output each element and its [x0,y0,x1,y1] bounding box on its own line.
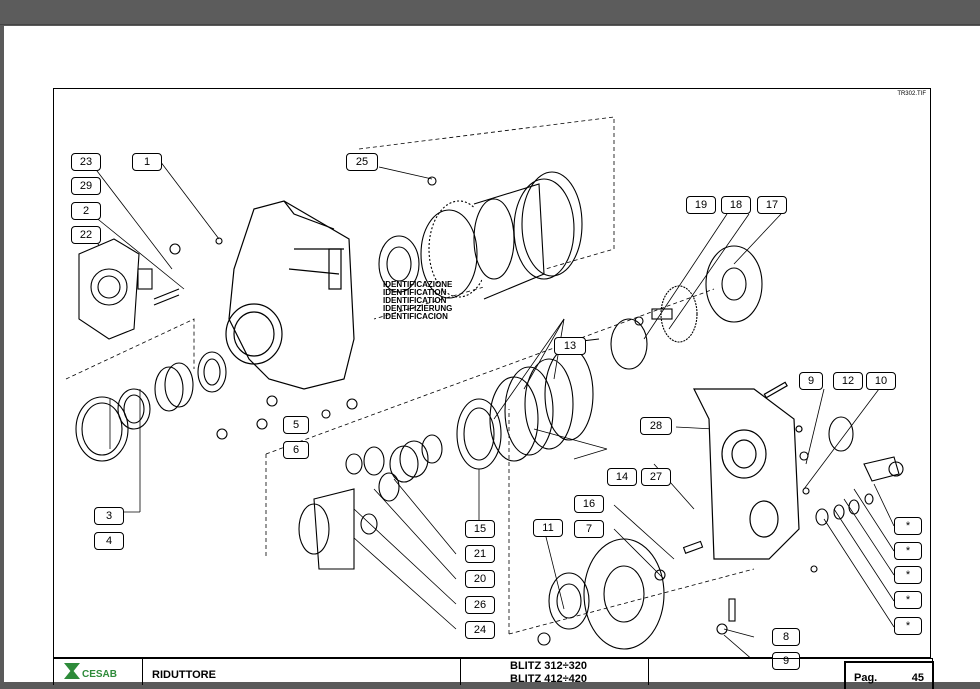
ident-line: IDENTIFICAZIONE [383,280,453,289]
callout-star[interactable]: * [894,566,922,584]
callout-19[interactable]: 19 [686,196,716,214]
page-number-box: Pag. 45 [844,661,934,689]
callout-28[interactable]: 28 [640,417,672,435]
callout-25[interactable]: 25 [346,153,378,171]
callout-2[interactable]: 2 [71,202,101,220]
callout-3[interactable]: 3 [94,507,124,525]
callout-16[interactable]: 16 [574,495,604,513]
callout-13[interactable]: 13 [554,337,586,355]
callout-18[interactable]: 18 [721,196,751,214]
callout-11[interactable]: 11 [533,519,563,537]
document-page: TR302.TIF [4,26,980,689]
callout-star[interactable]: * [894,517,922,535]
callout-15[interactable]: 15 [465,520,495,538]
ident-line: IDENTIFIZIERUNG [383,304,453,313]
cesab-logo: CESAB [64,661,136,683]
callout-27[interactable]: 27 [641,468,671,486]
ident-line: IDENTIFICATION [383,288,447,297]
callout-17[interactable]: 17 [757,196,787,214]
drawing-frame: TR302.TIF [53,88,931,670]
callout-8[interactable]: 8 [772,628,800,646]
brand-name: CESAB [82,669,118,680]
model-list: BLITZ 312÷320 BLITZ 412÷420 [510,660,587,686]
callout-29[interactable]: 29 [71,177,101,195]
callout-10[interactable]: 10 [866,372,896,390]
callout-12[interactable]: 12 [833,372,863,390]
callout-star[interactable]: * [894,617,922,635]
callout-5[interactable]: 5 [283,416,309,434]
callout-24[interactable]: 24 [465,621,495,639]
cesab-logo-mark-icon [64,663,80,679]
logo-cell: CESAB [54,659,143,685]
file-tag: TR302.TIF [897,91,926,97]
model-line-2: BLITZ 412÷420 [510,673,587,685]
callout-4[interactable]: 4 [94,532,124,550]
callout-star[interactable]: * [894,542,922,560]
callout-9-upper[interactable]: 9 [799,372,823,390]
callout-21[interactable]: 21 [465,545,495,563]
callout-star[interactable]: * [894,591,922,609]
callout-7[interactable]: 7 [574,520,604,538]
ident-line: IDENTIFICACION [383,312,448,321]
document-title: RIDUTTORE [152,669,216,681]
page-label: Pag. [854,672,878,684]
title-block: CESAB RIDUTTORE BLITZ 312÷320 BLITZ 412÷… [53,658,934,689]
identification-labels: IDENTIFICAZIONE IDENTIFICATION IDENTIFIC… [383,281,452,321]
callout-9-lower[interactable]: 9 [772,652,800,670]
viewer-title-bar [0,0,980,25]
callout-14[interactable]: 14 [607,468,637,486]
callout-1[interactable]: 1 [132,153,162,171]
callout-23[interactable]: 23 [71,153,101,171]
ident-line: IDENTIFICATION [383,296,447,305]
model-cell [460,659,649,685]
page-number: 45 [911,672,924,684]
title-cell [142,659,461,685]
callout-26[interactable]: 26 [465,596,495,614]
callout-6[interactable]: 6 [283,441,309,459]
model-line-1: BLITZ 312÷320 [510,660,587,672]
callout-20[interactable]: 20 [465,570,495,588]
callout-22[interactable]: 22 [71,226,101,244]
exploded-parts-drawing [65,116,904,657]
